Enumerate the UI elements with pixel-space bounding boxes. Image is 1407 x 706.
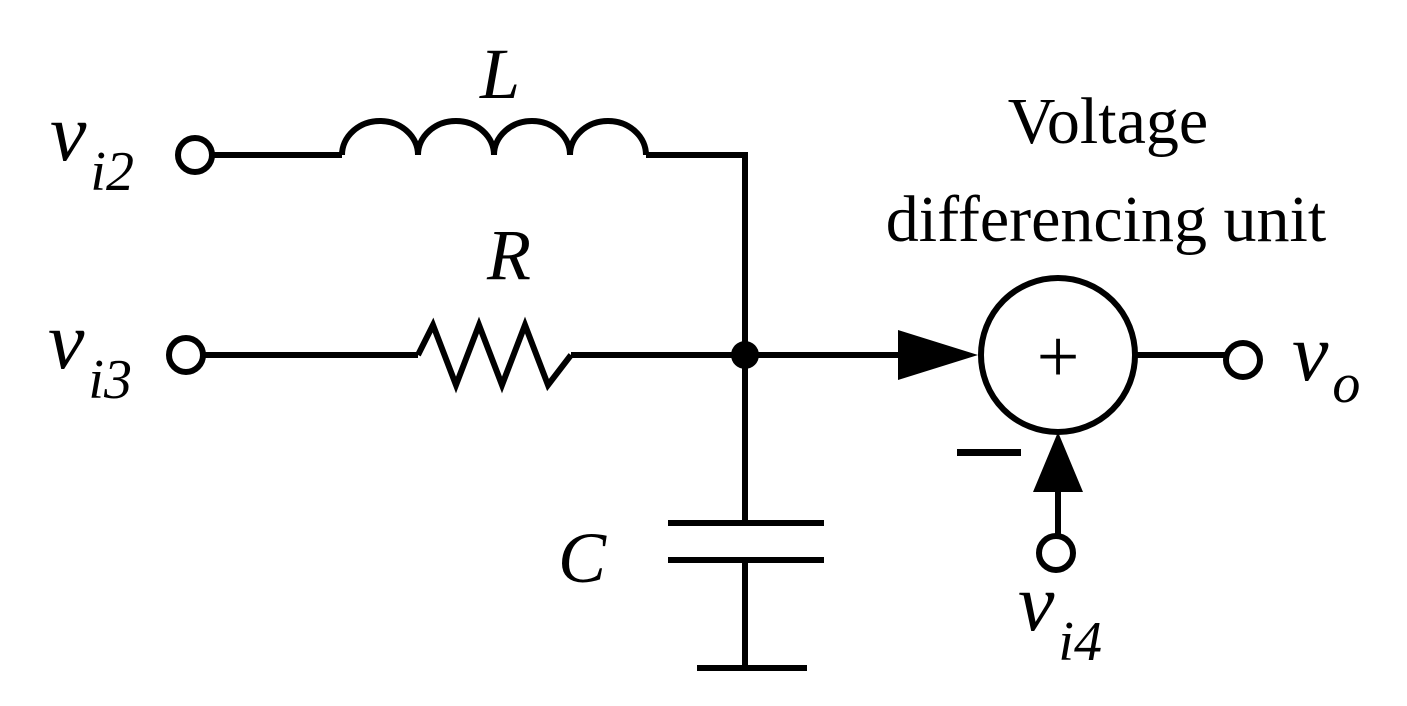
inductor-coil: [339, 118, 649, 156]
label-vo-base: v: [1292, 307, 1329, 398]
summer-title-line2: differencing unit: [886, 183, 1326, 256]
label-vi2-base: v: [50, 87, 87, 178]
label-vo-sub: o: [1332, 353, 1360, 415]
label-vi2: vi2: [50, 87, 134, 203]
resistor-zigzag: [415, 316, 574, 394]
capacitor-label: C: [558, 518, 607, 598]
label-vi4: vi4: [1018, 557, 1102, 673]
label-vi3-sub: i3: [88, 349, 132, 411]
terminal-vi4: [1036, 533, 1076, 573]
label-vo: vo: [1292, 307, 1360, 415]
resistor-label: R: [486, 215, 531, 295]
label-vi3: vi3: [48, 295, 132, 411]
label-vi3-base: v: [48, 295, 85, 386]
terminal-vo: [1223, 340, 1263, 380]
arrow-into-summer-minus: [1033, 432, 1083, 492]
summer-minus-sign: [957, 449, 1021, 456]
arrow-into-summer-plus: [898, 330, 978, 380]
summer-plus-sign: +: [1037, 315, 1080, 399]
terminal-vi2: [175, 135, 215, 175]
label-vi4-base: v: [1018, 557, 1055, 648]
label-vi2-sub: i2: [90, 141, 134, 203]
inductor-label: L: [479, 34, 520, 114]
label-vi4-sub: i4: [1058, 611, 1102, 673]
summer-title-line1: Voltage: [1008, 85, 1208, 158]
terminal-vi3: [166, 335, 206, 375]
wire-inductor-to-node: [646, 152, 748, 355]
